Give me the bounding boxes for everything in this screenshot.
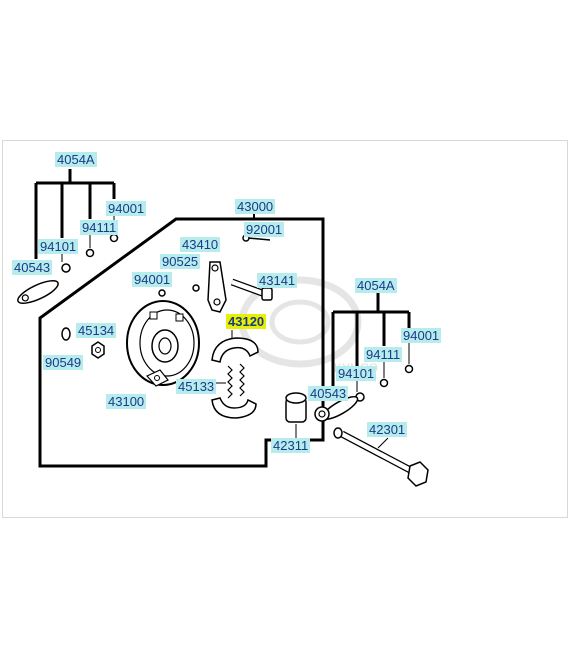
label-45133[interactable]: 45133 bbox=[176, 379, 217, 394]
label-40543-right[interactable]: 40543 bbox=[308, 386, 349, 401]
label-42311[interactable]: 42311 bbox=[271, 438, 311, 453]
label-43410[interactable]: 43410 bbox=[180, 237, 221, 252]
kit-b-parts bbox=[285, 364, 429, 487]
label-94001-left[interactable]: 94001 bbox=[106, 201, 147, 216]
label-92001[interactable]: 92001 bbox=[244, 222, 285, 237]
label-94001-assembly[interactable]: 94001 bbox=[132, 272, 173, 287]
label-43100[interactable]: 43100 bbox=[106, 394, 147, 409]
kit-a-parts bbox=[17, 233, 119, 305]
label-4054a-right[interactable]: 4054A bbox=[355, 278, 397, 293]
label-40543-left[interactable]: 40543 bbox=[12, 260, 53, 275]
label-42301[interactable]: 42301 bbox=[367, 422, 408, 437]
assembly-parts bbox=[61, 212, 273, 419]
label-43120-highlighted[interactable]: 43120 bbox=[226, 314, 267, 329]
label-45134[interactable]: 45134 bbox=[76, 323, 117, 338]
diagram-frame bbox=[2, 140, 568, 518]
assembly-border bbox=[38, 217, 325, 468]
label-43000[interactable]: 43000 bbox=[235, 199, 276, 214]
label-94111-left[interactable]: 94111 bbox=[80, 220, 119, 235]
label-94111-right[interactable]: 94111 bbox=[364, 347, 403, 362]
label-90549[interactable]: 90549 bbox=[43, 355, 84, 370]
label-90525[interactable]: 90525 bbox=[160, 254, 201, 269]
label-94001-right[interactable]: 94001 bbox=[401, 328, 442, 343]
label-43141[interactable]: 43141 bbox=[257, 273, 298, 288]
kit-b-leaders bbox=[331, 292, 411, 386]
label-94101-right[interactable]: 94101 bbox=[336, 366, 377, 381]
kit-a-leaders bbox=[34, 169, 116, 259]
label-4054a-left[interactable]: 4054A bbox=[55, 152, 97, 167]
label-94101-left[interactable]: 94101 bbox=[38, 239, 79, 254]
